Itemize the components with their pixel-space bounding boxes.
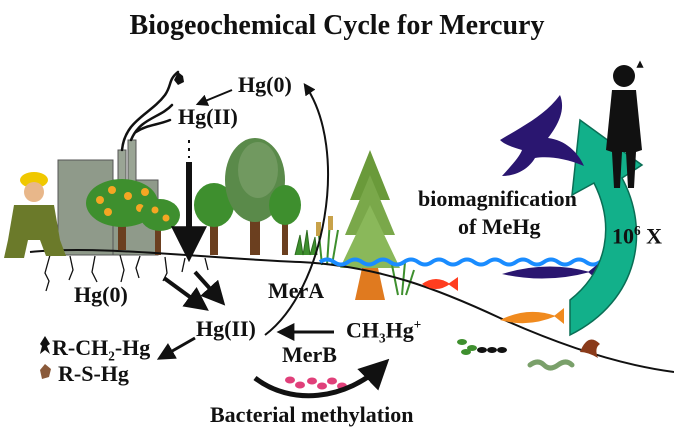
- arrow-methylation: [253, 358, 390, 399]
- rch2hg-a: R-CH: [52, 335, 109, 360]
- label-hg2-soil: Hg(II): [196, 316, 256, 341]
- methylation-bacteria-icon: [285, 376, 347, 390]
- methylmercury-hg: Hg: [385, 317, 414, 343]
- label-bacterial-methylation: Bacterial methylation: [210, 402, 414, 427]
- bacteria-icon: [457, 339, 507, 355]
- factor-base: 10: [612, 223, 634, 249]
- pine-tree-icon: [340, 150, 400, 300]
- ground-line: [29, 249, 674, 373]
- label-hg0-air: Hg(0): [238, 72, 292, 97]
- rch2hg-bullet-icon: [40, 336, 50, 354]
- crayfish-icon: [580, 339, 600, 358]
- page-title: Biogeochemical Cycle for Mercury: [129, 10, 545, 41]
- human-icon: [606, 65, 642, 188]
- orange-tree-icon: [86, 179, 180, 255]
- rshg-bullet-icon: [40, 364, 51, 379]
- water-surface: [318, 257, 630, 267]
- arrow-hg0-to-hg2-air: [195, 89, 233, 106]
- bird-icon: [500, 95, 584, 176]
- methylmercury-sup: +: [413, 317, 422, 332]
- label-methylmercury: CH3Hg+: [346, 318, 421, 345]
- grass-icon: [294, 229, 318, 256]
- factor-sup: 6: [634, 223, 641, 238]
- label-merb: MerB: [282, 342, 337, 367]
- worker-icon: [4, 172, 66, 258]
- biomagnification-arrow: [569, 118, 644, 337]
- forest-icon: [194, 138, 301, 255]
- smoke-puff-icon: [174, 72, 184, 85]
- label-of-mehg: of MeHg: [458, 214, 541, 239]
- rch2hg-sub: 2: [108, 348, 115, 364]
- arrow-hg2-to-rch2hg: [156, 336, 196, 360]
- label-rch2hg: R-CH2-Hg: [52, 337, 150, 363]
- label-magnification-factor: 106 X: [612, 224, 662, 247]
- arrow-hg0-to-hg2-soil: [162, 276, 209, 311]
- roots-icon: [44, 254, 209, 292]
- rch2hg-b: -Hg: [114, 335, 151, 360]
- methylmercury-base: CH: [346, 317, 379, 343]
- label-rshg: R-S-Hg: [58, 361, 129, 386]
- arrow-deposit-to-hg2: [193, 270, 226, 306]
- label-biomagnification: biomagnification: [418, 186, 577, 211]
- fish-icon: [422, 264, 600, 324]
- smoke-icon: [120, 70, 180, 152]
- label-hg0-soil: Hg(0): [74, 282, 128, 307]
- label-mera: MerA: [268, 278, 325, 303]
- arrow-mera: [264, 83, 329, 336]
- factor-x: X: [640, 223, 662, 249]
- methylmercury-sub: 3: [379, 330, 386, 346]
- label-hg2-air: Hg(II): [178, 104, 238, 129]
- worm-icon: [527, 359, 575, 371]
